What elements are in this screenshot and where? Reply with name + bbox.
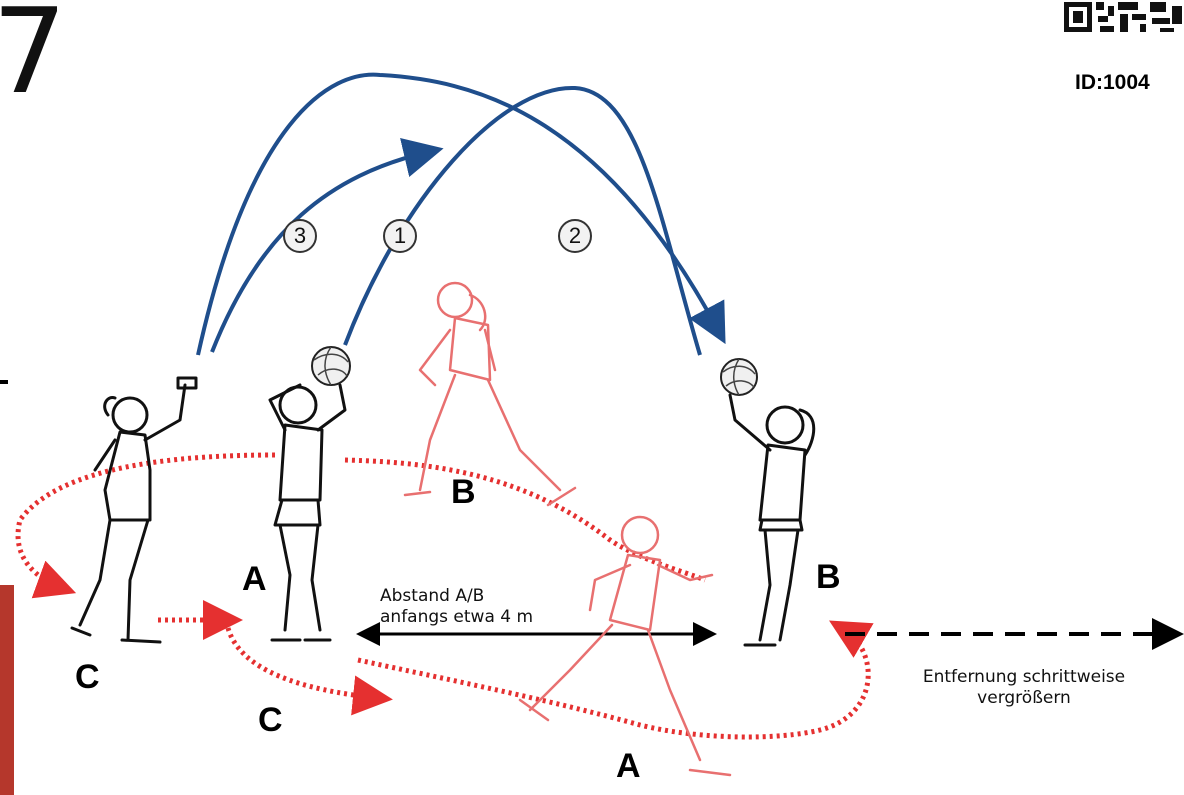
distance-note-line2: anfangs etwa 4 m xyxy=(380,607,534,628)
run-paths xyxy=(15,452,874,740)
label-player-c: C xyxy=(75,658,100,696)
player-b-moving-figure xyxy=(403,281,577,507)
player-c-figure xyxy=(70,376,198,644)
label-player-c-moved: C xyxy=(258,701,283,739)
player-a-running-figure xyxy=(518,515,732,777)
volleyball-icon xyxy=(720,358,758,396)
document-id: ID:1004 xyxy=(1075,71,1150,94)
label-player-a-running: A xyxy=(616,747,641,785)
distance-note: Abstand A/B anfangs etwa 4 m xyxy=(380,586,533,629)
extend-note: Entfernung schrittweise vergrößern xyxy=(884,667,1164,710)
pass-number-1: 1 xyxy=(383,219,417,253)
qr-code-icon xyxy=(1060,0,1184,38)
pass-number-2: 2 xyxy=(558,219,592,253)
pass-arrow-3 xyxy=(210,138,444,353)
pass-arrows xyxy=(196,72,726,356)
margin-tick xyxy=(0,380,8,384)
pass-arrow-2 xyxy=(196,72,726,356)
volleyball-icon xyxy=(311,346,351,386)
run-path-bottom xyxy=(357,620,874,740)
run-path-a-to-c xyxy=(225,627,393,716)
red-side-bar xyxy=(0,585,14,795)
pass-number-3: 3 xyxy=(283,219,317,253)
page-number: 7 xyxy=(0,0,68,120)
extend-note-line2: vergrößern xyxy=(977,688,1071,709)
player-a-figure xyxy=(268,383,347,642)
label-player-b: B xyxy=(816,558,841,596)
extend-note-line1: Entfernung schrittweise xyxy=(922,667,1126,687)
distance-note-line1: Abstand A/B xyxy=(380,586,485,606)
player-b-figure xyxy=(728,393,816,647)
label-player-a: A xyxy=(242,560,267,598)
run-path-c-loop xyxy=(15,452,276,599)
label-player-b-moving: B xyxy=(451,473,476,511)
